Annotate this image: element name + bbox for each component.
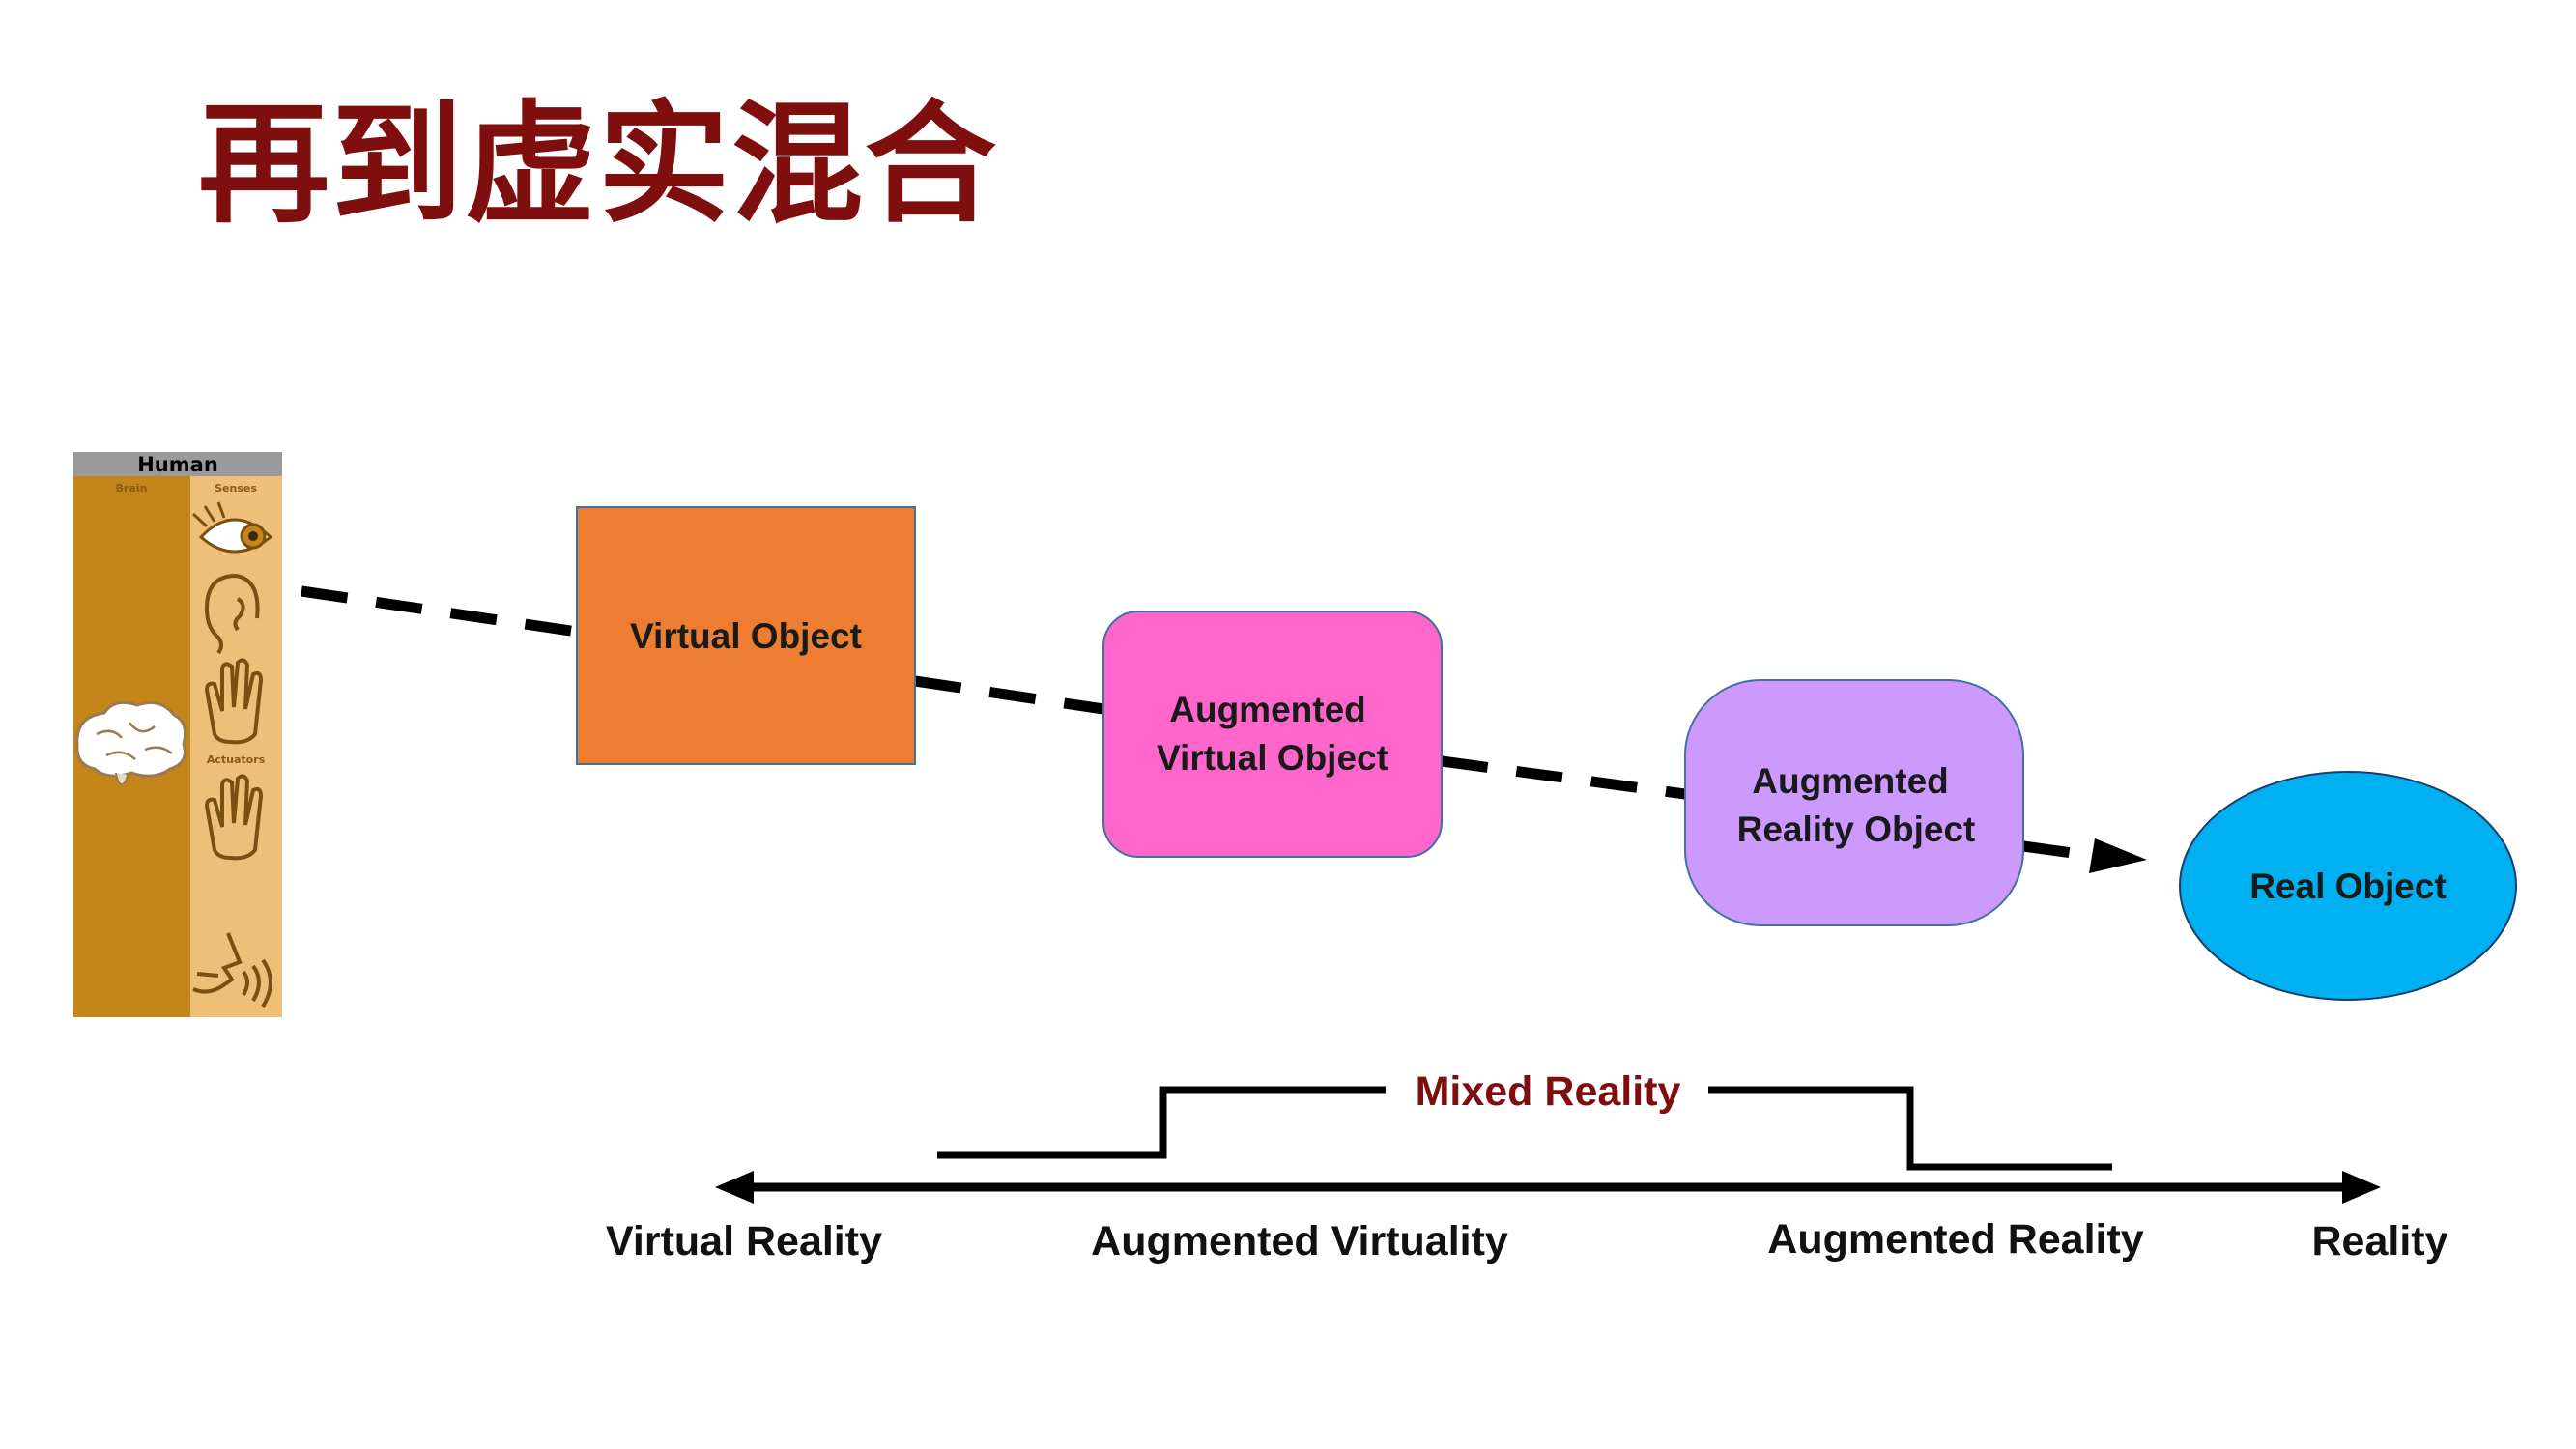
augmented-reality-object-node: Augmented Reality Object [1684,679,2024,926]
connector-segment [2022,840,2094,862]
continuum-axis [715,1171,2381,1204]
virtual-object-label: Virtual Object [630,616,862,656]
virtual-object-box [576,506,916,765]
ear-icon [204,573,260,655]
hand-icon [204,658,264,745]
human-panel-header [73,452,282,476]
augmented-reality-object-box [1684,679,2024,926]
connector-segment [1441,755,1686,800]
hand-icon [204,774,264,861]
augmented-reality-object-label-line1: Augmented [1752,761,1949,801]
augmented-virtual-object-node: Augmented Virtual Object [1102,611,1443,858]
augmented-virtual-object-box [1102,611,1443,858]
mixed-reality-bracket [937,1086,2112,1171]
eye-icon [191,501,273,554]
axis-label-augmented-reality: Augmented Reality [1767,1216,2144,1263]
brain-icon [75,700,187,786]
connector-segment [914,675,1104,715]
dashed-connector [301,585,2094,862]
real-object-label: Real Object [2249,867,2447,906]
augmented-virtual-object-label-line2: Virtual Object [1157,738,1388,778]
bracket-right [1708,1086,2112,1171]
continuum-arrow-right [2342,1171,2381,1204]
mouth-voice-icon [192,932,272,1009]
human-panel-title: Human [137,453,218,476]
connector-segment [301,585,578,638]
human-panel: Human Brain Senses Actuators [73,452,282,1017]
senses-column-label: Senses [215,482,257,495]
real-object-ellipse [2179,771,2517,1001]
augmented-reality-object-label-line2: Reality Object [1737,810,1976,849]
axis-label-virtual-reality: Virtual Reality [606,1218,882,1264]
connector-arrowhead [2089,838,2147,873]
continuum-arrow-left [715,1171,754,1204]
mixed-reality-label: Mixed Reality [1416,1068,1681,1115]
axis-label-augmented-virtuality: Augmented Virtuality [1091,1218,1508,1264]
axis-label-reality: Reality [2311,1218,2447,1264]
page-title: 再到虚实混合 [198,89,998,242]
senses-column [190,476,282,1017]
brain-column-label: Brain [116,482,148,495]
bracket-left [937,1086,1386,1159]
actuators-column-label: Actuators [207,753,266,766]
virtual-object-node: Virtual Object [576,506,916,765]
augmented-virtual-object-label-line1: Augmented [1169,690,1366,729]
real-object-node: Real Object [2179,771,2517,1001]
